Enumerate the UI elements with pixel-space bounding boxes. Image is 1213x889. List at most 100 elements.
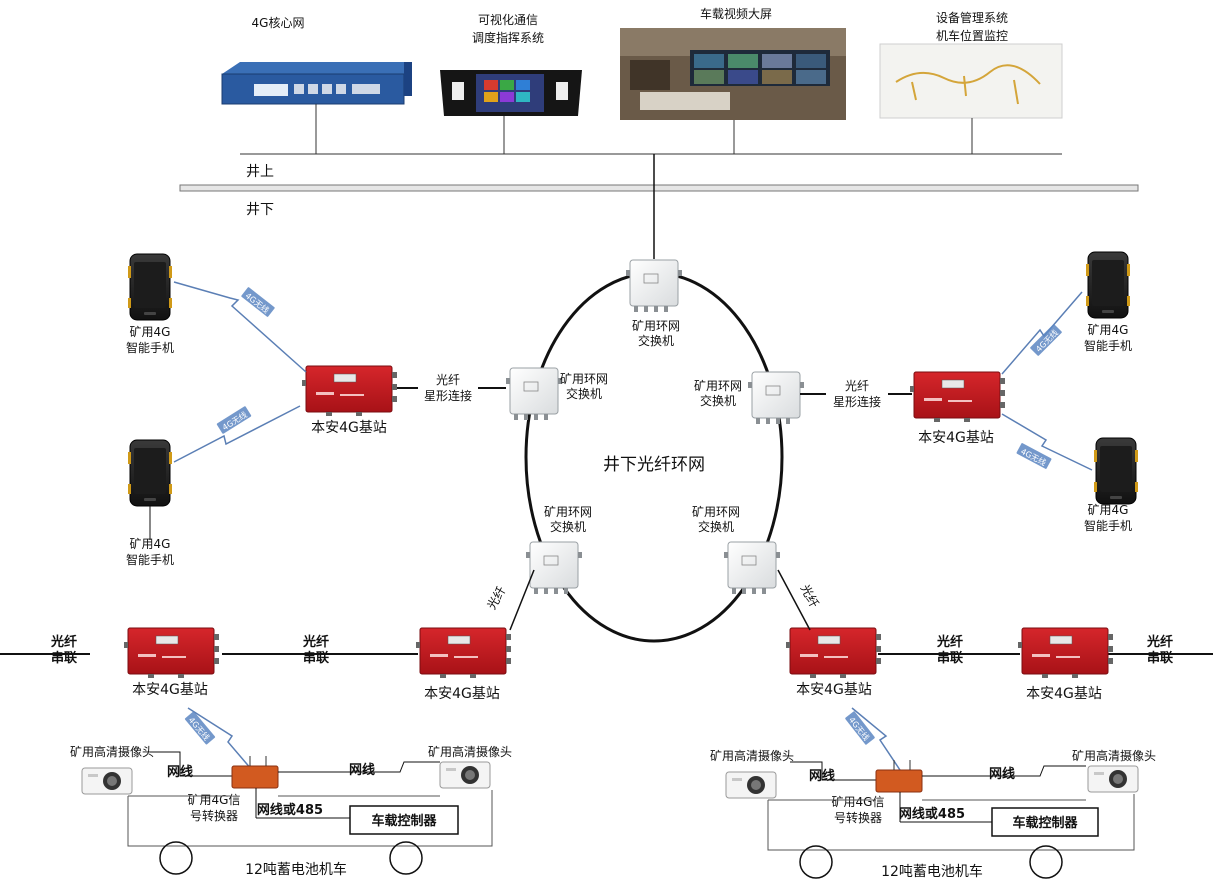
- surface-label: 井上: [246, 164, 274, 180]
- phone-right-bottom-label-2: 智能手机: [1084, 518, 1132, 533]
- camera-right-b-label: 矿用高清摄像头: [1072, 748, 1156, 763]
- camera-right-a-icon: [725, 771, 777, 799]
- controller-left-box: [349, 805, 459, 835]
- wireless-link-left-top: [173, 281, 307, 373]
- fiber-star-right-2: 星形连接: [833, 394, 881, 409]
- converter-right-label-2: 号转换器: [834, 810, 882, 825]
- fiber-star-right-1: 光纤: [845, 379, 869, 393]
- fiber-star-right-bg: [826, 380, 888, 410]
- converter-left-label-2: 号转换器: [190, 808, 238, 823]
- fiber-chain-label-c2: 串联: [937, 650, 963, 666]
- net-485-left: 网线或485: [257, 802, 323, 818]
- loco-right-wheel-2: [1029, 845, 1063, 879]
- phone-left-top-label-2: 智能手机: [126, 340, 174, 355]
- base-station-br-2-label: 本安4G基站: [1026, 685, 1102, 702]
- converter-right-icon: [875, 769, 923, 793]
- ground-divider-bar: [179, 184, 1139, 192]
- base-station-bl-1: [123, 627, 220, 679]
- ring-center-label: 井下光纤环网: [603, 455, 705, 475]
- fiber-star-left-1: 光纤: [436, 373, 460, 387]
- net-cable-left-b: 网线: [349, 762, 375, 778]
- loco-right-label: 12吨蓄电池机车: [881, 863, 983, 880]
- wireless-link-right-top: [1001, 291, 1083, 375]
- base-station-bl-1-label: 本安4G基站: [132, 681, 208, 698]
- wireless-link-vehicle-left: [187, 707, 253, 771]
- dispatch-console-icon: [440, 70, 582, 116]
- phone-right-top-label-1: 矿用4G: [1088, 323, 1129, 337]
- switch-left-label-2: 交换机: [566, 386, 602, 401]
- base-station-bl-2: [415, 627, 512, 679]
- switch-bl-label-2: 交换机: [550, 519, 586, 534]
- base-station-bl-2-label: 本安4G基站: [424, 685, 500, 702]
- wireless-link-right-bottom: [1001, 413, 1093, 471]
- ring-switch-left: [505, 367, 563, 421]
- phone-left-bottom-icon: [127, 439, 173, 507]
- base-station-right: [909, 371, 1006, 423]
- phone-right-top-icon: [1085, 251, 1131, 319]
- net-485-right: 网线或485: [899, 806, 965, 822]
- net-line-right-b: [922, 765, 1086, 777]
- fiber-diag-left: [509, 569, 535, 631]
- ring-switch-bottom-left: [525, 541, 583, 595]
- switch-right-label-2: 交换机: [700, 393, 736, 408]
- fiber-chain-label-a2: 串联: [51, 650, 77, 666]
- phone-left-top-label-1: 矿用4G: [130, 325, 171, 339]
- wireless-badge-right-top: 4G无线: [1029, 323, 1063, 357]
- camera-left-b-icon: [439, 761, 491, 789]
- core-network-label: 4G核心网: [252, 16, 305, 30]
- fiber-chain-label-d1: 光纤: [1146, 634, 1173, 650]
- loco-left-wheel-2: [389, 841, 423, 875]
- video-wall-photo-icon: [620, 28, 846, 120]
- fiber-chain-label-c1: 光纤: [936, 634, 963, 650]
- base-station-left-label: 本安4G基站: [311, 419, 387, 436]
- underground-label: 井下: [246, 202, 274, 218]
- fiber-diag-right-label: 光纤: [798, 582, 822, 610]
- camera-left-a-icon: [81, 767, 133, 795]
- wireless-link-vehicle-right: [851, 707, 901, 771]
- wireless-badge-right-bottom: 4G无线: [1016, 442, 1052, 470]
- fiber-star-left-2: 星形连接: [424, 388, 472, 403]
- camera-left-b-label: 矿用高清摄像头: [428, 744, 512, 759]
- video-wall-label: 车载视频大屏: [700, 6, 772, 21]
- phone-left-bottom-label-1: 矿用4G: [130, 537, 171, 551]
- converter-left-icon: [231, 765, 279, 789]
- ring-switch-right: [747, 371, 805, 425]
- net-cable-right-b: 网线: [989, 766, 1015, 782]
- switch-bl-label-1: 矿用环网: [544, 505, 592, 519]
- camera-left-a-label: 矿用高清摄像头: [70, 744, 154, 759]
- converter-right-label-1: 矿用4G信: [832, 795, 885, 809]
- fiber-chain-label-b1: 光纤: [302, 634, 329, 650]
- fiber-chain-label-a1: 光纤: [50, 634, 77, 650]
- fiber-diag-left-label: 光纤: [484, 584, 508, 612]
- fiber-star-left-bg: [418, 374, 478, 404]
- net-cable-left-a: 网线: [167, 764, 193, 780]
- fiber-chain-label-d2: 串联: [1147, 650, 1173, 666]
- camera-right-a-label: 矿用高清摄像头: [710, 748, 794, 763]
- camera-right-b-icon: [1087, 765, 1139, 793]
- wireless-link-left-bottom: [173, 405, 301, 463]
- dispatch-label-1: 可视化通信: [478, 12, 538, 27]
- controller-right-box: [991, 807, 1099, 837]
- switch-right-label-1: 矿用环网: [694, 379, 742, 393]
- base-station-br-1-label: 本安4G基站: [796, 681, 872, 698]
- loco-left-label: 12吨蓄电池机车: [245, 861, 347, 878]
- loco-right-body: [767, 794, 1135, 851]
- net-line-left-b: [278, 761, 440, 773]
- switch-top-label-2: 交换机: [638, 333, 674, 348]
- ring-switch-top: [625, 259, 683, 313]
- switch-top-label-1: 矿用环网: [632, 319, 680, 333]
- net-line-left-a: [150, 751, 232, 777]
- mgmt-label-1: 设备管理系统: [936, 10, 1008, 25]
- net-line-right-a: [790, 761, 876, 781]
- phone-right-bottom-label-1: 矿用4G: [1088, 503, 1129, 517]
- base-station-br-2: [1017, 627, 1114, 679]
- phone-left-top-icon: [127, 253, 173, 321]
- loco-left-body: [127, 790, 493, 847]
- net-cable-right-a: 网线: [809, 768, 835, 784]
- switch-left-label-1: 矿用环网: [560, 372, 608, 386]
- converter-left-label-1: 矿用4G信: [188, 793, 241, 807]
- ring-switch-bottom-right: [723, 541, 781, 595]
- base-station-br-1: [785, 627, 882, 679]
- controller-left-label: 车载控制器: [371, 813, 437, 829]
